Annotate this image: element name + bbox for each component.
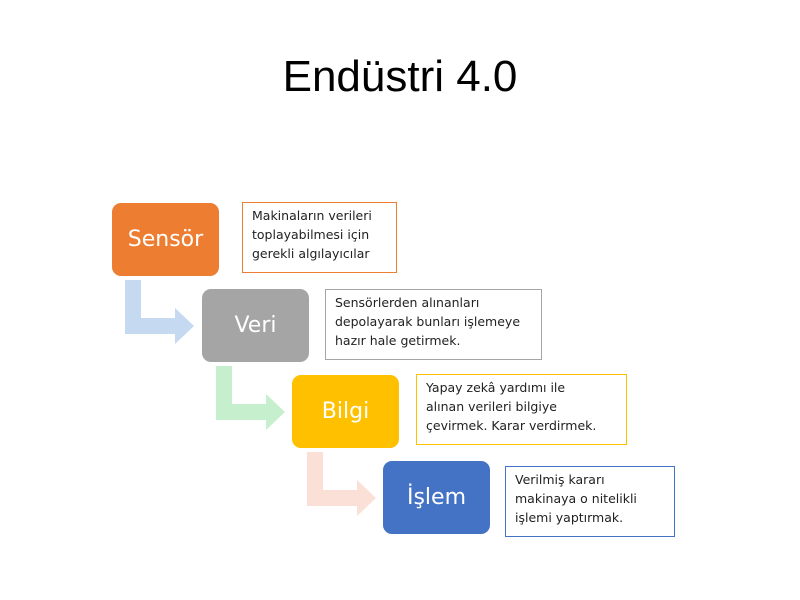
stage-description: Makinaların verileri toplayabilmesi için… [242,202,397,273]
stage-label: Bilgi [321,399,370,424]
bent-arrow-icon [307,452,376,516]
description-line: gerekli algılayıcılar [252,246,370,261]
stage-label: Veri [234,313,277,338]
description-line: işlemi yaptırmak. [515,510,624,525]
stage-description: Sensörlerden alınanları depolayarak bunl… [325,289,542,360]
stage-process: İşlem [383,461,490,534]
stage-description: Verilmiş kararı makinaya o nitelikli işl… [505,466,675,537]
description-line: Yapay zekâ yardımı ile [426,380,566,395]
bent-arrow-icon [125,280,194,344]
stage-description: Yapay zekâ yardımı ile alınan verileri b… [416,374,627,445]
stage-label: İşlem [406,485,467,510]
description-line: hazır hale getirmek. [335,333,461,348]
description-line: çevirmek. Karar verdirmek. [426,418,597,433]
description-line: toplayabilmesi için [252,227,370,242]
description-line: depolayarak bunları işlemeye [335,314,521,329]
stage-sensor: Sensör [112,203,219,276]
description-line: makinaya o nitelikli [515,491,637,506]
description-line: Sensörlerden alınanları [335,295,480,310]
page-title: Endüstri 4.0 [282,52,518,101]
stage-data: Veri [202,289,309,362]
stage-information: Bilgi [292,375,399,448]
description-line: alınan verileri bilgiye [426,399,557,414]
description-line: Makinaların verileri [252,208,372,223]
description-line: Verilmiş kararı [515,472,605,487]
bent-arrow-icon [216,366,285,430]
stage-label: Sensör [127,227,204,252]
